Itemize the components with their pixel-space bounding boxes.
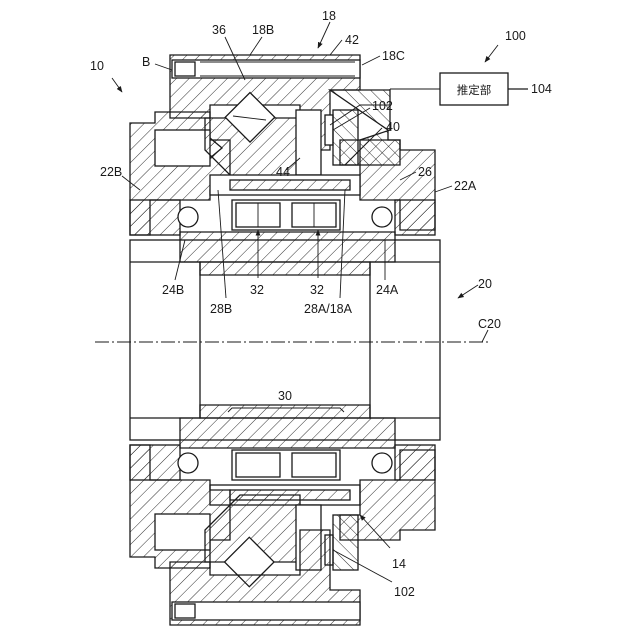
label-104: 104: [531, 82, 552, 96]
label-20: 20: [478, 277, 492, 291]
sensor-102-top: [325, 115, 333, 145]
bearing-24a-ball-bottom: [372, 453, 392, 473]
label-102-bottom: 102: [394, 585, 415, 599]
roller-32b-bottom: [292, 453, 336, 477]
eccentric-shaft-30-top: [180, 232, 395, 275]
leader-22a: [435, 186, 452, 192]
label-18c: 18C: [382, 49, 405, 63]
leader-42: [330, 40, 342, 55]
leader-100: [485, 45, 498, 62]
roller-32a-bottom: [236, 453, 280, 477]
bolt-22b-top: [155, 130, 210, 166]
label-b: B: [142, 55, 150, 69]
bearing-24b-ball-bottom: [178, 453, 198, 473]
plate-44-top: [296, 110, 321, 175]
label-30: 30: [278, 389, 292, 403]
bearing-24a-ball-top: [372, 207, 392, 227]
label-28b: 28B: [210, 302, 232, 316]
label-32a: 32: [250, 283, 264, 297]
label-26: 26: [418, 165, 432, 179]
leader-18c: [362, 56, 380, 65]
leader-20: [458, 285, 478, 298]
label-c20: C20: [478, 317, 501, 331]
label-24b: 24B: [162, 283, 184, 297]
label-10: 10: [90, 59, 104, 73]
label-24a: 24A: [376, 283, 399, 297]
bearing-24b-ball-top: [178, 207, 198, 227]
label-100: 100: [505, 29, 526, 43]
eccentric-shaft-30-bottom: [180, 405, 395, 448]
bolt-head-bottom: [175, 604, 195, 618]
label-18b: 18B: [252, 23, 274, 37]
label-14: 14: [392, 557, 406, 571]
bolt-b-bottom: [172, 602, 360, 620]
ring-40-top: [333, 110, 358, 165]
bearing-24a-housing-top: [395, 200, 435, 235]
label-22b: 22B: [100, 165, 122, 179]
bearing-24b-housing-top: [130, 200, 180, 235]
tooth-band-top: [230, 180, 350, 190]
leader-c20: [482, 330, 488, 342]
leader-18b: [250, 37, 262, 55]
leader-18: [318, 22, 330, 48]
bolt-b-top: [172, 60, 360, 78]
label-18: 18: [322, 9, 336, 23]
label-44: 44: [276, 165, 290, 179]
label-40: 40: [386, 120, 400, 134]
leader-10: [112, 78, 122, 92]
label-36: 36: [212, 23, 226, 37]
label-42: 42: [345, 33, 359, 47]
label-102-top: 102: [372, 99, 393, 113]
label-32b: 32: [310, 283, 324, 297]
estimator-box-label: 推定部: [457, 83, 492, 97]
label-22a: 22A: [454, 179, 477, 193]
bolt-22b-bottom: [155, 514, 210, 550]
label-28a-18a: 28A/18A: [304, 302, 353, 316]
bolt-head-top: [175, 62, 195, 76]
